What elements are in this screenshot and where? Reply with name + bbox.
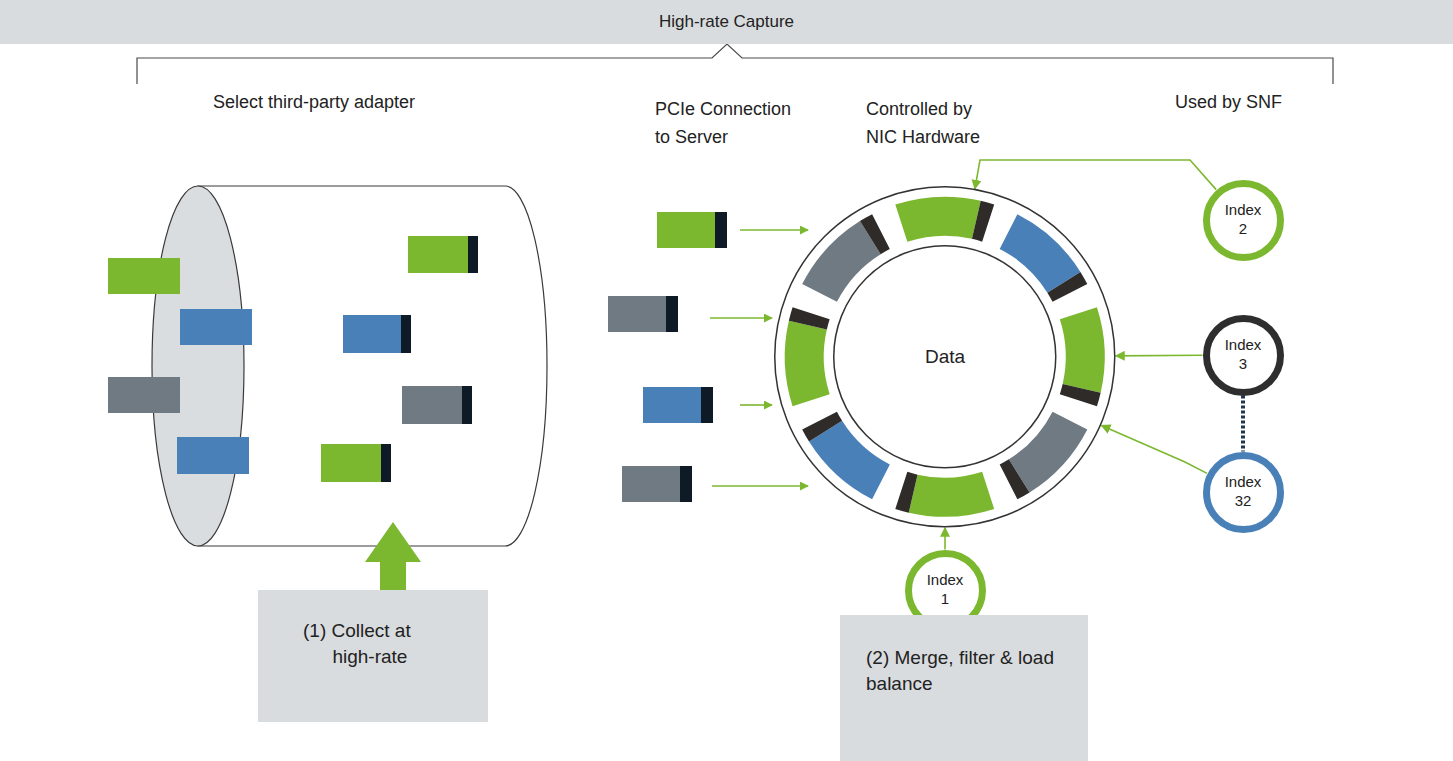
packet-header xyxy=(701,387,713,423)
packet xyxy=(108,258,180,294)
packet-header xyxy=(680,466,692,502)
shape-group xyxy=(1206,183,1280,257)
box-text: (1) Collect at high-rate xyxy=(303,618,458,669)
packet xyxy=(622,466,680,502)
box-text: (2) Merge, filter & load balance xyxy=(866,645,1066,696)
ring-segment-header xyxy=(802,412,842,442)
ring-segment xyxy=(909,472,994,517)
ring-segment xyxy=(785,321,830,406)
circle-ring xyxy=(1206,455,1280,529)
title-text: High-rate Capture xyxy=(659,11,794,34)
node-text: Data xyxy=(925,344,965,370)
ring-outer xyxy=(775,187,1115,527)
flow-arrow xyxy=(740,404,772,406)
flow-arrow xyxy=(712,485,808,487)
index-circle: Index 2 xyxy=(1202,179,1285,262)
ring-segment-header xyxy=(1060,384,1101,406)
packet-header xyxy=(468,236,478,273)
ring-segment-header xyxy=(896,472,918,513)
connector-arrow xyxy=(975,160,1216,190)
ring-inner xyxy=(834,246,1056,468)
packet xyxy=(643,387,701,423)
packet-header xyxy=(462,386,472,424)
node-text: Index 1 xyxy=(922,571,968,609)
node-text: Index 3 xyxy=(1220,336,1266,374)
ring-segment-header xyxy=(789,308,830,330)
packet xyxy=(108,377,180,413)
packet xyxy=(402,386,462,424)
packet xyxy=(321,444,381,482)
cylinder-face xyxy=(152,186,244,546)
packet-header xyxy=(666,296,678,332)
index-circle: Index 32 xyxy=(1202,451,1285,534)
packet xyxy=(408,236,468,273)
index-circle: Index 3 xyxy=(1202,314,1285,397)
section-label: PCIe Connection to Server xyxy=(655,96,805,152)
circle-ring xyxy=(1206,318,1280,392)
title-band: High-rate Capture xyxy=(0,0,1453,44)
step-box: (1) Collect at high-rate xyxy=(258,590,488,722)
collect-arrow xyxy=(365,522,421,590)
flow-arrow xyxy=(710,317,772,319)
shape-group xyxy=(775,187,1115,527)
connector-arrow xyxy=(944,528,946,550)
shape-group xyxy=(1206,455,1280,529)
bracket xyxy=(137,44,1333,84)
step-box: (2) Merge, filter & load balance xyxy=(840,615,1088,761)
node-text: Index 32 xyxy=(1220,473,1266,511)
section-label: Controlled by NIC Hardware xyxy=(866,96,1006,152)
shape-group xyxy=(1206,318,1280,392)
data-ring: Data xyxy=(773,185,1117,529)
packet xyxy=(343,315,401,353)
ring-segment-header xyxy=(1048,272,1088,302)
flow-arrow xyxy=(740,229,808,231)
ring-segment xyxy=(896,197,981,242)
ring-segment-header xyxy=(1000,460,1030,500)
packet-header xyxy=(381,444,391,482)
link-line xyxy=(1241,396,1245,452)
packet xyxy=(608,296,666,332)
connector-arrow xyxy=(1101,425,1207,473)
packet-header xyxy=(715,212,727,248)
circle-ring xyxy=(1206,183,1280,257)
packet xyxy=(177,437,249,474)
packet xyxy=(180,309,252,345)
packet xyxy=(657,212,715,248)
section-label: Used by SNF xyxy=(1175,89,1282,117)
connector-arrow xyxy=(1116,354,1203,356)
ring-segment-header xyxy=(972,201,994,242)
packet-header xyxy=(401,315,411,353)
ring-segment-header xyxy=(860,214,890,254)
node-text: Index 2 xyxy=(1220,201,1266,239)
ring-segment xyxy=(1060,308,1105,393)
cylinder-body xyxy=(198,186,547,546)
section-label: Select third-party adapter xyxy=(213,89,415,117)
